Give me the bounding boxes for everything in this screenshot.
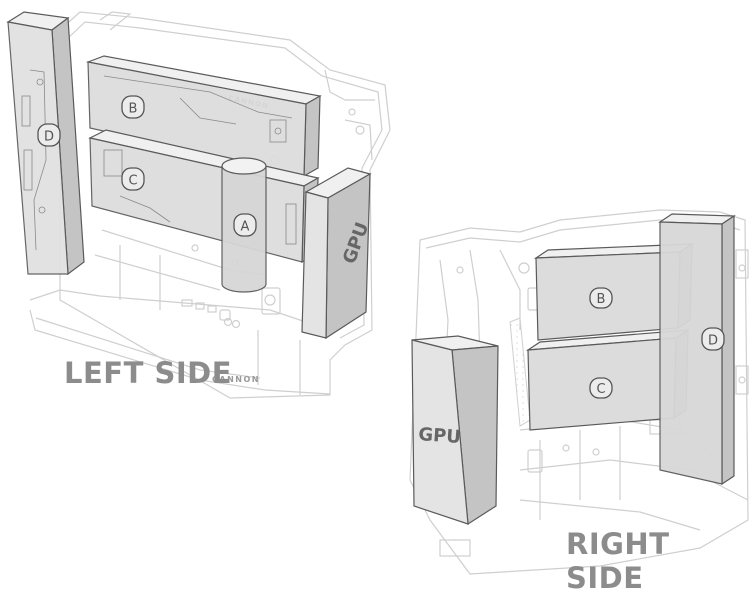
right-label-c: C [589,377,613,399]
right-gpu-label: GPU [418,424,462,448]
right-label-d: D [701,327,725,351]
left-side-title: LEFT SIDE [64,356,233,390]
left-module-d [6,11,85,276]
svg-text:D: D [708,334,718,349]
svg-text:A: A [241,220,250,235]
left-label-c: C [121,167,145,191]
left-label-b: B [121,95,145,119]
svg-text:D: D [44,130,54,145]
svg-text:C: C [596,382,605,397]
left-label-a: A [233,213,257,237]
left-module-b [85,55,322,178]
right-module-d [658,213,736,486]
right-gpu-block [411,335,499,526]
svg-text:C: C [128,174,137,189]
right-label-b: B [589,287,613,309]
svg-text:B: B [129,102,138,117]
svg-text:B: B [597,292,606,307]
left-brand-lower: CANNON [212,375,260,384]
right-side-title: RIGHT SIDE [566,527,670,595]
left-gpu-block [301,167,372,340]
right-labels: B C D GPU [418,287,725,448]
diagram-canvas: CANNON CANNON [6,11,749,575]
right-riser-cable [509,317,531,427]
left-label-d: D [37,123,61,147]
left-chassis-outline [29,11,391,399]
diagram-stage: CANNON CANNON [6,11,749,595]
